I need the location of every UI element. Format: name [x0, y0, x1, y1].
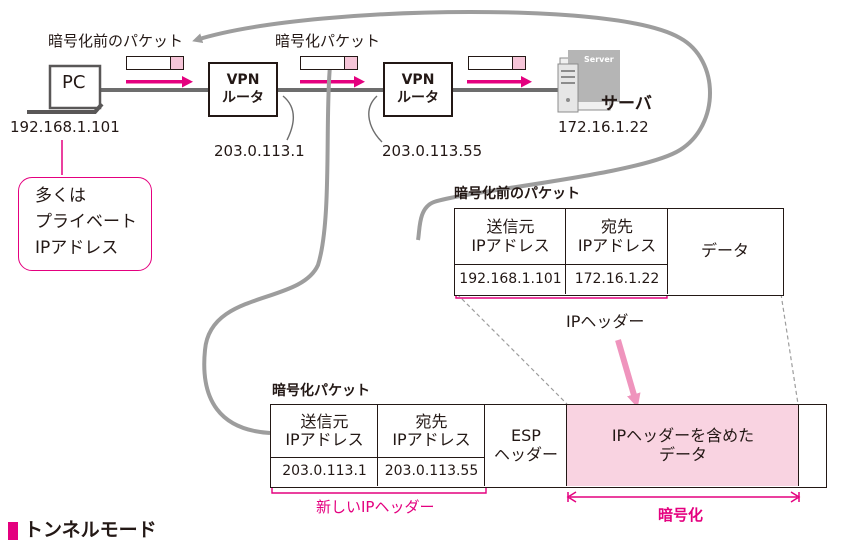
note-callout: 多くは プライベート IPアドレス — [18, 177, 152, 271]
projection-right — [780, 293, 799, 405]
pb-dst-line1: 宛先 — [600, 217, 633, 237]
pc-icon — [27, 64, 104, 114]
pb-dst-ip: 172.16.1.22 — [574, 270, 660, 287]
pe-src-line2: IPアドレス — [285, 430, 364, 449]
server-ip: 172.16.1.22 — [558, 118, 649, 136]
vpn-router-1: VPN ルータ — [208, 62, 278, 117]
pb-src-header: 送信元 IPアドレス — [455, 209, 566, 264]
pb-src-ip: 192.168.1.101 — [459, 270, 562, 287]
packet-encrypted-title: 暗号化パケット — [272, 383, 370, 399]
router1-line1: VPN — [226, 72, 260, 88]
encrypted-label: 暗号化 — [658, 506, 704, 524]
ip-header-label: IPヘッダー — [566, 312, 645, 331]
pe-payload-line2: データ — [658, 444, 707, 464]
server-icon — [557, 50, 620, 113]
pb-data: データ — [668, 209, 782, 294]
router1-line2: ルータ — [222, 89, 264, 106]
pc-ip: 192.168.1.101 — [10, 118, 120, 136]
pe-payload-line1: IPヘッダーを含めた — [611, 426, 755, 446]
caption-marker — [8, 522, 18, 540]
mini-packet-1 — [126, 56, 184, 70]
packet-encrypted-table: 送信元 IPアドレス 宛先 IPアドレス ESP ヘッダー IPヘッダーを含めた… — [270, 404, 827, 488]
pe-src-ip: 203.0.113.1 — [282, 463, 367, 480]
encrypted-curve — [202, 65, 332, 435]
note-line2: プライベート — [35, 212, 137, 232]
server-label: サーバ — [601, 94, 652, 114]
pe-dst-header: 宛先 IPアドレス — [378, 405, 485, 457]
mini-packet-2 — [300, 56, 358, 70]
router1-ip-curve — [282, 95, 294, 141]
caption: トンネルモード — [24, 519, 157, 541]
pb-data-label: データ — [700, 241, 749, 261]
projection-left — [456, 293, 568, 405]
mini-packet-3 — [468, 56, 526, 70]
pb-src-line2: IPアドレス — [471, 235, 550, 255]
pe-esp-header: ESP ヘッダー — [485, 405, 567, 486]
router1-ip: 203.0.113.1 — [214, 142, 305, 160]
pe-dst-ip: 203.0.113.55 — [384, 463, 479, 480]
note-line1: 多くは — [35, 186, 86, 206]
loop-curve — [192, 9, 712, 241]
new-header-bracket — [271, 487, 487, 494]
top-label-encrypted: 暗号化パケット — [275, 32, 381, 50]
pe-esp-line1: ESP — [511, 426, 541, 446]
router2-ip-curve — [368, 95, 383, 143]
pe-dst-line1: 宛先 — [415, 411, 448, 431]
vpn-router-2: VPN ルータ — [383, 62, 453, 117]
router2-ip: 203.0.113.55 — [382, 142, 483, 160]
router2-line1: VPN — [401, 72, 435, 88]
server-badge: Server — [584, 55, 614, 64]
pb-src-line1: 送信元 — [486, 217, 535, 237]
pb-dst-line2: IPアドレス — [577, 235, 657, 255]
router2-line2: ルータ — [397, 89, 439, 106]
top-label-before: 暗号化前のパケット — [48, 32, 184, 50]
pb-dst-header: 宛先 IPアドレス — [566, 209, 668, 264]
pe-src-line1: 送信元 — [300, 411, 349, 431]
pc-label: PC — [62, 72, 86, 93]
note-line3: IPアドレス — [35, 238, 119, 258]
packet-before-title: 暗号化前のパケット — [454, 186, 580, 202]
pink-arrow — [615, 339, 641, 408]
packet-before-table: 送信元 IPアドレス 宛先 IPアドレス データ 192.168.1.101 1… — [454, 208, 784, 296]
pe-payload: IPヘッダーを含めた データ — [567, 405, 799, 486]
pe-dst-line2: IPアドレス — [392, 430, 471, 449]
pe-esp-line2: ヘッダー — [493, 444, 558, 464]
encrypted-area — [567, 405, 799, 486]
new-header-label: 新しいIPヘッダー — [316, 498, 435, 516]
pe-src-header: 送信元 IPアドレス — [271, 405, 378, 457]
